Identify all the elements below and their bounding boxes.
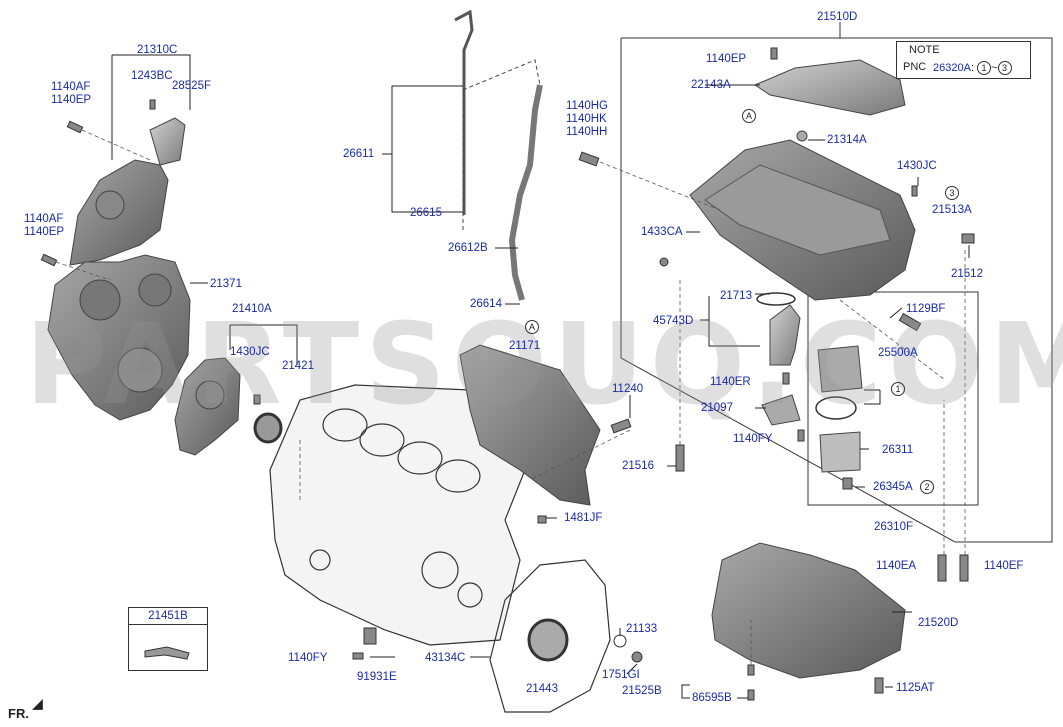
part-label-26345a[interactable]: 26345A bbox=[873, 481, 913, 493]
rear-oil-seal bbox=[527, 618, 569, 662]
front-oil-seal bbox=[253, 412, 283, 444]
callout-3: 3 bbox=[945, 186, 959, 200]
note-range-tilde: ~ bbox=[991, 61, 998, 74]
part-label-21171[interactable]: 21171 bbox=[509, 340, 541, 352]
part-label-21512[interactable]: 21512 bbox=[951, 268, 983, 280]
part-label-21525b[interactable]: 21525B bbox=[622, 685, 662, 697]
part-label-43134c[interactable]: 43134C bbox=[425, 652, 466, 664]
part-label-1140hg[interactable]: 1140HG bbox=[566, 100, 608, 112]
oil-filter-element bbox=[817, 345, 863, 393]
note-title: NOTE bbox=[907, 44, 942, 56]
note-box: NOTE PNC 26320A: 1~3 bbox=[896, 41, 1031, 79]
part-label-21513a[interactable]: 21513A bbox=[932, 204, 972, 216]
part-label-1751gi[interactable]: 1751GI bbox=[602, 669, 640, 681]
part-label-1140er[interactable]: 1140ER bbox=[710, 376, 751, 388]
part-label-25500a[interactable]: 25500A bbox=[878, 347, 918, 359]
part-label-1243bc[interactable]: 1243BC bbox=[131, 70, 173, 82]
part-label-1140hh[interactable]: 1140HH bbox=[566, 126, 608, 138]
callout-1: 1 bbox=[891, 382, 905, 396]
note-pnc-label: PNC bbox=[903, 61, 927, 73]
part-label-26310f[interactable]: 26310F bbox=[874, 521, 914, 533]
part-label-21713[interactable]: 21713 bbox=[720, 290, 752, 302]
lower-oil-pan bbox=[711, 542, 906, 679]
part-label-26614[interactable]: 26614 bbox=[470, 298, 502, 310]
part-label-21410a[interactable]: 21410A bbox=[232, 303, 272, 315]
part-label-1140af-lower[interactable]: 1140AF bbox=[24, 213, 64, 225]
part-label-1140hk[interactable]: 1140HK bbox=[566, 113, 607, 125]
timing-cover-bracket bbox=[149, 117, 186, 166]
callout-2: 2 bbox=[920, 480, 934, 494]
oil-strainer bbox=[769, 304, 801, 366]
part-label-86595b[interactable]: 86595B bbox=[692, 692, 732, 704]
part-box-21451b: 21451B bbox=[128, 607, 208, 671]
part-label-21133[interactable]: 21133 bbox=[626, 623, 658, 635]
part-label-22143a[interactable]: 22143A bbox=[691, 79, 731, 91]
part-label-21443[interactable]: 21443 bbox=[526, 683, 558, 695]
front-direction-text: FR. bbox=[8, 706, 29, 721]
part-label-21314a[interactable]: 21314A bbox=[827, 134, 867, 146]
gasket-sealant-icon bbox=[144, 646, 190, 660]
part-label-21371[interactable]: 21371 bbox=[210, 278, 242, 290]
oil-pan-bracket bbox=[753, 59, 906, 116]
callout-a-tube: A bbox=[525, 320, 539, 334]
part-label-26615[interactable]: 26615 bbox=[410, 207, 442, 219]
note-range-separator: : bbox=[970, 61, 974, 74]
callout-a-pan: A bbox=[742, 109, 756, 123]
cylinder-block bbox=[269, 384, 526, 646]
part-label-21520d[interactable]: 21520D bbox=[918, 617, 959, 629]
arrow-icon: ◢ bbox=[32, 696, 43, 711]
note-range-from: 1 bbox=[977, 61, 992, 75]
dipstick bbox=[454, 9, 474, 215]
timing-chain-cover bbox=[47, 254, 191, 421]
part-label-26311[interactable]: 26311 bbox=[882, 444, 914, 456]
part-label-26611[interactable]: 26611 bbox=[343, 148, 375, 160]
part-label-11240[interactable]: 11240 bbox=[612, 383, 644, 395]
part-label-1140ef[interactable]: 1140EF bbox=[984, 560, 1024, 572]
note-pnc-code[interactable]: 26320A: 1~3 bbox=[933, 61, 1012, 75]
part-label-21516[interactable]: 21516 bbox=[622, 460, 654, 472]
oil-filter-cap bbox=[819, 431, 861, 473]
part-label-1140ep-pan[interactable]: 1140EP bbox=[706, 53, 747, 65]
note-pnc-code-text: 26320A bbox=[933, 61, 971, 74]
part-label-26612b[interactable]: 26612B bbox=[448, 242, 488, 254]
part-label-1433ca[interactable]: 1433CA bbox=[641, 226, 683, 238]
part-label-1140ep-lower[interactable]: 1140EP bbox=[24, 226, 65, 238]
part-label-21310c[interactable]: 21310C bbox=[137, 44, 178, 56]
part-label-1140ep-upper[interactable]: 1140EP bbox=[51, 94, 92, 106]
oil-pan-group-frame bbox=[620, 37, 1053, 543]
baffle-plate bbox=[459, 344, 601, 506]
note-range-to: 3 bbox=[997, 61, 1012, 75]
part-label-21451b[interactable]: 21451B bbox=[129, 608, 207, 625]
part-label-1125at[interactable]: 1125AT bbox=[896, 682, 935, 694]
part-label-1140fy-filter[interactable]: 1140FY bbox=[733, 433, 773, 445]
rear-plate bbox=[489, 559, 611, 713]
part-label-1481jf[interactable]: 1481JF bbox=[564, 512, 603, 524]
part-label-21097[interactable]: 21097 bbox=[701, 402, 733, 414]
part-label-1140ea[interactable]: 1140EA bbox=[876, 560, 917, 572]
front-direction-indicator: FR. ◢ bbox=[8, 696, 43, 722]
part-label-1129bf[interactable]: 1129BF bbox=[906, 303, 946, 315]
part-label-1430jc-front[interactable]: 1430JC bbox=[230, 346, 270, 358]
part-label-21421[interactable]: 21421 bbox=[282, 360, 314, 372]
oil-filter-group-frame bbox=[807, 291, 979, 506]
part-label-21510d[interactable]: 21510D bbox=[817, 11, 858, 23]
part-label-1140fy-block[interactable]: 1140FY bbox=[288, 652, 328, 664]
part-label-1140af-upper[interactable]: 1140AF bbox=[51, 81, 91, 93]
part-label-91931e[interactable]: 91931E bbox=[357, 671, 397, 683]
part-label-45743d[interactable]: 45743D bbox=[653, 315, 694, 327]
part-label-1430jc-pan[interactable]: 1430JC bbox=[897, 160, 937, 172]
part-label-28525f[interactable]: 28525F bbox=[172, 80, 212, 92]
dipstick-tube bbox=[508, 84, 543, 301]
